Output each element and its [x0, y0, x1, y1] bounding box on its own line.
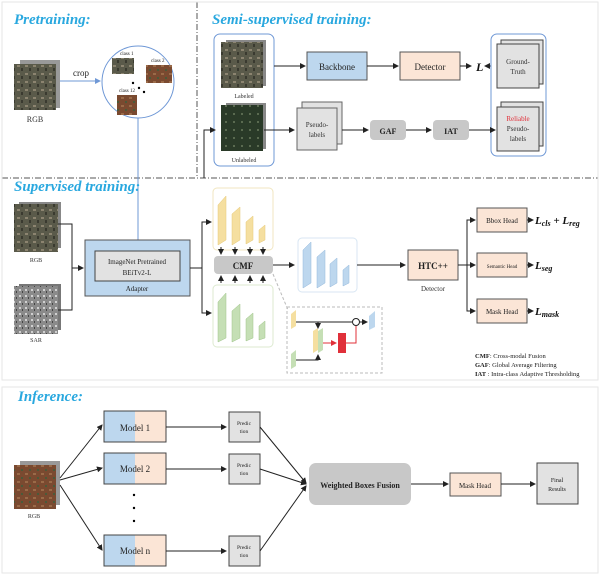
- semi-supervised-title: Semi-supervised training:: [212, 12, 372, 28]
- bbox-head-box: [476, 207, 528, 233]
- beitv2-line1: ImageNet Pretrained: [108, 258, 167, 266]
- class-12-crop: [117, 95, 137, 115]
- iat-box: [433, 120, 469, 140]
- mask-head-label: Mask Head: [486, 308, 519, 316]
- model-1: Model 1: [103, 410, 167, 443]
- sar-feature-group: [212, 284, 274, 348]
- class-1-crop: [112, 58, 134, 74]
- iat-label: IAT: [444, 127, 458, 136]
- final-line1: Final: [551, 478, 564, 484]
- inference-mask-head-label: Mask Head: [459, 482, 492, 490]
- gate-block: [338, 333, 346, 353]
- reliable-pseudo-line2: labels: [510, 135, 527, 143]
- bbox-head-label: Bbox Head: [486, 217, 518, 225]
- reliable-pseudo-line1: Pseudo-: [507, 125, 530, 133]
- cmf-box: [214, 256, 273, 274]
- labeled-image: [221, 42, 263, 88]
- svg-text:Predic: Predic: [237, 545, 252, 551]
- ground-truth-box: [496, 43, 540, 89]
- unlabeled-image: [221, 105, 263, 151]
- beitv2-line2: BEiTv2-L: [123, 269, 152, 277]
- sup-rgb-label: RGB: [30, 258, 42, 264]
- model-1-label: Model 1: [120, 423, 150, 433]
- pretrain-rgb-label: RGB: [27, 115, 43, 124]
- ground-truth-line1: Ground-: [506, 58, 530, 66]
- loss-L: L: [475, 60, 483, 74]
- legend: CMF: Cross-modal Fusion GAF: Global Aver…: [475, 353, 580, 378]
- fused-feature-pyramid: [302, 241, 350, 289]
- rgb-feature-pyramid: [217, 195, 266, 246]
- gaf-label: GAF: [380, 127, 397, 136]
- inference-border: [1, 386, 599, 574]
- class-2-label: class 2: [151, 59, 165, 64]
- wbf-box: [309, 463, 411, 505]
- seg-loss: Lseg: [534, 260, 552, 273]
- svg-text:GAF: Global Average Filtering: GAF: Global Average Filtering: [475, 362, 557, 369]
- add-node: [352, 318, 360, 326]
- training-border: [1, 1, 599, 381]
- cmf-detail-box: [286, 306, 383, 374]
- final-results-box: [536, 462, 579, 505]
- sar-feature-pyramid: [217, 292, 266, 343]
- svg-text:tion: tion: [240, 471, 249, 477]
- supervised-title: Supervised training:: [14, 179, 140, 195]
- class-2-crop: [146, 65, 172, 83]
- labels-group-box: [490, 33, 547, 157]
- mask-loss: Lmask: [534, 306, 559, 319]
- class-1-label: class 1: [120, 52, 134, 57]
- pseudo-labels-line2: labels: [309, 131, 326, 139]
- svg-text:tion: tion: [240, 429, 249, 435]
- svg-text:tion: tion: [240, 553, 249, 559]
- model-2: Model 2: [103, 452, 167, 485]
- reliable-label: Reliable: [506, 115, 529, 123]
- crop-label: crop: [73, 68, 89, 78]
- final-line2: Results: [548, 487, 566, 493]
- class-12-label: class 12: [119, 89, 135, 94]
- model-n-label: Model n: [120, 546, 151, 556]
- wbf-label: Weighted Boxes Fusion: [320, 481, 400, 490]
- pseudo-labels-line1: Pseudo-: [306, 121, 329, 129]
- semantic-head-label: Semantic Head: [487, 265, 518, 270]
- inference-rgb-label: RGB: [28, 514, 40, 520]
- svg-text:Predic: Predic: [237, 463, 252, 469]
- pseudo-labels-box: [296, 107, 338, 151]
- model-2-label: Model 2: [120, 464, 150, 474]
- detector-box: [399, 51, 461, 81]
- inference-title: Inference:: [17, 389, 83, 405]
- rgb-feature-group: [212, 187, 274, 251]
- model-n: Model n: [103, 534, 167, 567]
- svg-text:IAT : Intra-class Adaptive Thr: IAT : Intra-class Adaptive Thresholding: [475, 371, 580, 378]
- reliable-pseudo-box: [496, 106, 540, 152]
- pretraining-title: Pretraining:: [14, 12, 91, 28]
- prediction-1: Predic tion: [228, 411, 261, 443]
- htc-label: HTC++: [418, 261, 448, 271]
- cmf-label: CMF: [233, 261, 254, 271]
- adapter-label: Adapter: [126, 285, 149, 293]
- sar-image: [14, 286, 58, 334]
- svg-text:CMF: Cross-modal Fusion: CMF: Cross-modal Fusion: [475, 353, 547, 360]
- prediction-n: Predic tion: [228, 535, 261, 567]
- loop-arrow: [203, 127, 216, 178]
- sup-rgb-image: [14, 204, 58, 252]
- prediction-2: Predic tion: [228, 453, 261, 485]
- bbox-loss: Lcls + Lreg: [534, 215, 580, 228]
- detector-label: Detector: [415, 62, 446, 72]
- gaf-box: [370, 120, 406, 140]
- pretrain-rgb-image: [14, 60, 60, 110]
- inference-rgb-image: [14, 465, 56, 509]
- backbone-label: Backbone: [319, 62, 355, 72]
- sar-label: SAR: [30, 338, 42, 344]
- beitv2-box: [94, 250, 181, 282]
- unlabeled-label: Unlabeled: [232, 158, 257, 164]
- data-group-box: [213, 33, 275, 167]
- ground-truth-line2: Truth: [510, 68, 526, 76]
- labeled-label: Labeled: [234, 94, 253, 100]
- svg-text:Predic: Predic: [237, 421, 252, 427]
- htc-detector-label: Detector: [421, 285, 446, 293]
